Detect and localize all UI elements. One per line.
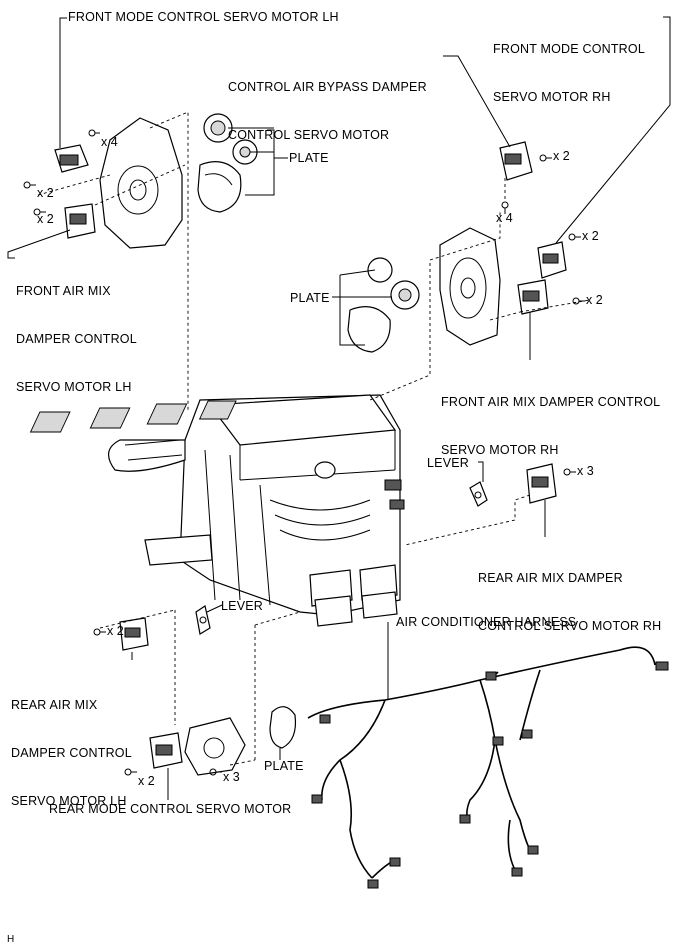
qty-rear-air-mix-rh-screws: x 3 [577, 464, 594, 478]
lever-left-part [195, 605, 211, 635]
label-line: SERVO MOTOR RH [441, 443, 559, 457]
plate-top-assembly [197, 113, 258, 213]
plate-bottom-part [269, 706, 297, 749]
label-line: REAR AIR MIX [11, 698, 98, 712]
corner-tag: H [7, 934, 15, 945]
label-line: REAR AIR MIX DAMPER [478, 571, 623, 585]
qty-rear-air-mix-lh-screws: x 2 [107, 624, 124, 638]
label-front-mode-control-servo-motor-rh: FRONT MODE CONTROL SERVO MOTOR RH [493, 9, 645, 121]
plate-mid-assembly [347, 257, 420, 353]
label-control-air-bypass-damper-servo-motor: CONTROL AIR BYPASS DAMPER CONTROL SERVO … [228, 47, 427, 159]
dashed-guide-lines [37, 111, 591, 766]
label-line: CONTROL SERVO MOTOR RH [478, 619, 662, 633]
front-air-mix-damper-servo-motor-rh [517, 279, 549, 315]
label-line: SERVO MOTOR RH [493, 90, 611, 104]
qty-rear-mode-screws-b: x 3 [223, 770, 240, 784]
label-front-air-mix-damper-servo-motor-lh: FRONT AIR MIX DAMPER CONTROL SERVO MOTOR… [16, 251, 137, 411]
label-line: SERVO MOTOR LH [16, 380, 132, 394]
lever-right-part [469, 481, 488, 507]
label-line: CONTROL SERVO MOTOR [228, 128, 390, 142]
label-line: FRONT AIR MIX [16, 284, 111, 298]
label-plate-mid: PLATE [290, 291, 330, 305]
label-front-air-mix-damper-servo-motor-rh: FRONT AIR MIX DAMPER CONTROL SERVO MOTOR… [441, 362, 660, 474]
qty-bypass-housing-screws: x 4 [496, 211, 513, 225]
front-rh-housing [439, 227, 501, 346]
leader-lines [7, 16, 671, 800]
rear-air-mix-damper-servo-motor-rh [526, 463, 557, 504]
qty-front-mode-rh-screws: x 2 [582, 229, 599, 243]
label-lever-left: LEVER [221, 599, 263, 613]
label-air-conditioner-harness: AIR CONDITIONER HARNESS [396, 615, 577, 629]
label-lever-right: LEVER [427, 456, 469, 470]
qty-bypass-screws: x 2 [553, 149, 570, 163]
rear-air-mix-damper-servo-motor-lh [119, 617, 149, 651]
label-front-mode-control-servo-motor-lh: FRONT MODE CONTROL SERVO MOTOR LH [68, 10, 339, 24]
label-rear-air-mix-damper-servo-motor-lh: REAR AIR MIX DAMPER CONTROL SERVO MOTOR … [11, 665, 132, 825]
label-plate-bottom: PLATE [264, 759, 304, 773]
qty-front-air-mix-rh-screws: x 2 [586, 293, 603, 307]
control-air-bypass-damper-servo-motor [499, 141, 533, 181]
label-plate-top: PLATE [289, 151, 329, 165]
front-mode-control-servo-motor-rh [537, 241, 567, 279]
label-line: DAMPER CONTROL [16, 332, 137, 346]
front-mode-control-servo-motor-lh [54, 144, 89, 173]
label-line: DAMPER CONTROL [11, 746, 132, 760]
label-line: CONTROL AIR BYPASS DAMPER [228, 80, 427, 94]
label-line: FRONT AIR MIX DAMPER CONTROL [441, 395, 661, 409]
front-lh-housing [99, 117, 183, 249]
qty-front-lh-screw-b: x 2 [37, 212, 54, 226]
front-air-mix-damper-servo-motor-lh [64, 203, 96, 239]
rear-mode-control-servo-motor [149, 717, 246, 776]
qty-rear-mode-screws-a: x 2 [138, 774, 155, 788]
qty-front-mode-lh-screws: x 4 [101, 135, 118, 149]
air-conditioner-harness-wires [307, 646, 656, 879]
label-line: FRONT MODE CONTROL [493, 42, 645, 56]
label-rear-air-mix-damper-servo-motor-rh: REAR AIR MIX DAMPER CONTROL SERVO MOTOR … [478, 538, 661, 650]
heater-unit-assembly [29, 394, 405, 627]
qty-front-lh-screw-a: x 2 [37, 186, 54, 200]
label-rear-mode-control-servo-motor: REAR MODE CONTROL SERVO MOTOR [49, 802, 292, 816]
label-line: SERVO MOTOR LH [11, 794, 127, 808]
